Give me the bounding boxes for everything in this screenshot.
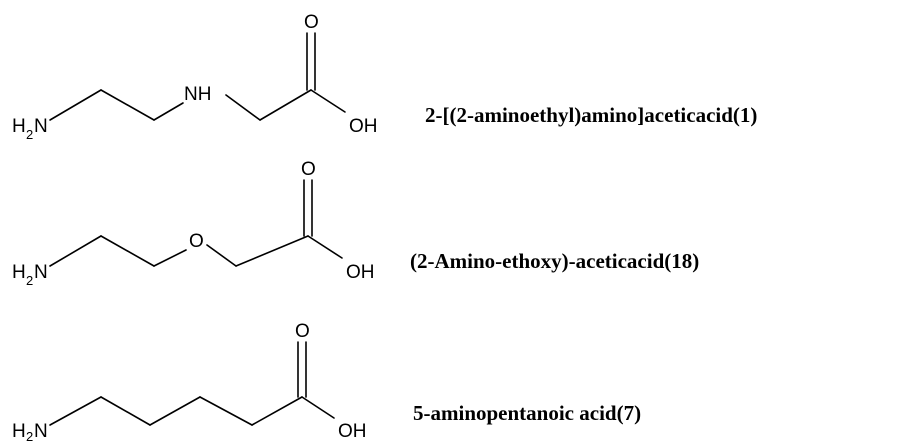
compound-3-amine-sub: 2 <box>26 429 33 443</box>
compound-1-hydroxyl-bond <box>310 89 346 113</box>
compound-3-structure: H 2 N O OH <box>12 321 367 443</box>
compound-2-carbonyl-o: O <box>301 159 316 180</box>
compound-2-structure: H 2 N O O OH <box>12 159 375 288</box>
compound-3-bond-1 <box>49 396 102 426</box>
compound-3-hydroxyl-bond <box>301 396 335 419</box>
compound-1-carbonyl-o: O <box>304 12 319 33</box>
compound-1-bond-3 <box>153 102 184 121</box>
compound-1-amine-n: N <box>34 116 48 137</box>
compound-2-bond-2 <box>100 235 155 267</box>
compound-1-bond-4 <box>225 94 261 121</box>
compound-3-amine-h: H <box>12 421 26 442</box>
compound-3-bond-2 <box>100 396 151 426</box>
compound-2-amine-sub: 2 <box>26 273 33 288</box>
compound-2-hydroxyl-bond <box>307 235 343 259</box>
compound-2-hydroxyl-oh: OH <box>346 262 375 283</box>
compound-1-bond-1 <box>49 89 102 121</box>
compound-2-bond-1 <box>49 235 102 267</box>
compound-1-bond-5 <box>259 89 312 121</box>
compound-2-bond-5 <box>235 235 309 267</box>
compound-1-structure: H 2 N NH O OH <box>12 12 378 142</box>
compound-3-carbonyl-o: O <box>295 321 310 342</box>
compound-1-amine-h: H <box>12 116 26 137</box>
compound-2-amine-n: N <box>34 262 48 283</box>
compound-3-amine-n: N <box>34 421 48 442</box>
compound-2-linker-o: O <box>189 231 204 252</box>
compound-3-hydroxyl-oh: OH <box>338 421 367 442</box>
compound-1-bond-2 <box>100 89 155 121</box>
compound-1-name: 2-[(2-aminoethyl)amino]aceticacid(1) <box>425 103 757 127</box>
compound-3-bond-3 <box>149 396 201 426</box>
compound-1-hydroxyl-oh: OH <box>349 116 378 137</box>
compound-2-amine-h: H <box>12 262 26 283</box>
compound-1-linker-nh: NH <box>184 84 211 105</box>
compound-2-bond-4 <box>206 244 237 267</box>
compound-1-amine-sub: 2 <box>26 127 33 142</box>
compound-2-name: (2-Amino-ethoxy)-aceticacid(18) <box>410 249 699 273</box>
compound-3-bond-5 <box>251 396 303 426</box>
compound-3-name: 5-aminopentanoic acid(7) <box>413 401 641 425</box>
compound-3-bond-4 <box>199 396 253 426</box>
compound-2-bond-3 <box>153 249 187 267</box>
